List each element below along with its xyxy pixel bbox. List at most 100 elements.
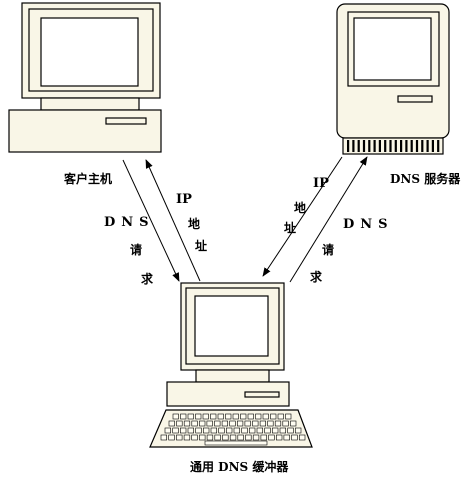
keyboard-key bbox=[237, 420, 244, 427]
dns-server-computer bbox=[336, 3, 450, 155]
keyboard-key bbox=[247, 413, 254, 420]
keyboard-key bbox=[187, 427, 194, 434]
left-reply-di-text: 地 bbox=[188, 217, 201, 231]
keyboard-key bbox=[259, 420, 267, 427]
left-request-dns-text: DNS bbox=[104, 215, 155, 230]
right-dns-request-arrow bbox=[289, 156, 368, 283]
keyboard-key bbox=[249, 427, 256, 434]
grille-slot bbox=[426, 140, 429, 152]
grille-slot bbox=[437, 140, 440, 152]
grille-slot bbox=[394, 140, 397, 152]
cache-drive-slot bbox=[244, 391, 280, 398]
keyboard-key bbox=[214, 434, 221, 441]
grille-slot bbox=[378, 140, 381, 152]
client-host-label: 客户主机 bbox=[64, 172, 113, 186]
keyboard-key bbox=[233, 427, 240, 434]
keyboard-spacebar bbox=[204, 440, 268, 446]
keyboard-key bbox=[172, 427, 179, 434]
keyboard-key bbox=[240, 413, 247, 420]
keyboard-key bbox=[287, 427, 294, 434]
keyboard-key bbox=[264, 427, 271, 434]
keyboard-key bbox=[294, 427, 302, 434]
grille-slot bbox=[357, 140, 360, 152]
client-drive-slot bbox=[105, 117, 147, 125]
grille-slot bbox=[405, 140, 408, 152]
keyboard-key bbox=[245, 434, 252, 441]
keyboard-key bbox=[283, 434, 290, 441]
keyboard-key bbox=[195, 413, 202, 420]
keyboard-key bbox=[226, 427, 233, 434]
keyboard-key bbox=[282, 420, 289, 427]
grille-slot bbox=[431, 140, 434, 152]
right-request-dns-text: DNS bbox=[343, 217, 394, 232]
server-screen bbox=[353, 17, 432, 81]
keyboard-key bbox=[206, 434, 214, 441]
keyboard-key bbox=[180, 427, 187, 434]
grille-slot bbox=[373, 140, 376, 152]
keyboard-key bbox=[229, 420, 236, 427]
keyboard-key bbox=[191, 420, 198, 427]
keyboard-key bbox=[168, 434, 175, 441]
right-request-qing-text: 请 bbox=[322, 243, 335, 257]
keyboard-key bbox=[203, 427, 210, 434]
keyboard-key bbox=[222, 434, 229, 441]
keyboard-key bbox=[260, 434, 267, 441]
keyboard-key bbox=[277, 413, 284, 420]
grille-slot bbox=[368, 140, 371, 152]
keyboard-key bbox=[206, 420, 213, 427]
client-host-computer bbox=[8, 2, 162, 153]
keyboard-key bbox=[180, 413, 187, 420]
left-ip-reply-arrow bbox=[145, 159, 201, 282]
grille-slot bbox=[347, 140, 350, 152]
keyboard-key bbox=[176, 420, 183, 427]
keyboard-key bbox=[160, 434, 167, 441]
keyboard-key bbox=[267, 420, 274, 427]
left-request-qing-text: 请 bbox=[130, 243, 143, 257]
right-request-qiu-text: 求 bbox=[310, 270, 323, 284]
keyboard-key bbox=[252, 434, 260, 441]
keyboard-key bbox=[232, 413, 239, 420]
keyboard-key bbox=[229, 434, 237, 441]
keyboard-key bbox=[285, 413, 292, 420]
grille-slot bbox=[352, 140, 355, 152]
cache-screen bbox=[194, 295, 269, 357]
keyboard-key bbox=[214, 420, 221, 427]
keyboard-key bbox=[183, 434, 191, 441]
keyboard-key bbox=[172, 413, 179, 420]
keyboard-key bbox=[176, 434, 183, 441]
keyboard-key bbox=[270, 413, 277, 420]
grille-slot bbox=[384, 140, 387, 152]
left-reply-ip-text: IP bbox=[176, 192, 192, 207]
keyboard-key bbox=[252, 420, 259, 427]
keyboard-key bbox=[183, 420, 191, 427]
keyboard-key bbox=[187, 413, 194, 420]
keyboard-key bbox=[199, 420, 206, 427]
keyboard-key bbox=[268, 434, 275, 441]
client-monitor-neck bbox=[40, 97, 140, 111]
keyboard-key bbox=[290, 420, 297, 427]
left-reply-zhi-text: 址 bbox=[195, 239, 208, 253]
server-foot-grille bbox=[347, 140, 440, 152]
keyboard-key bbox=[202, 413, 209, 420]
right-reply-ip-text: IP bbox=[313, 176, 329, 191]
keyboard-key bbox=[218, 427, 225, 434]
keyboard-key bbox=[256, 427, 263, 434]
dns-cache-label: 通用 DNS 缓冲器 bbox=[190, 460, 289, 474]
left-dns-request-arrow bbox=[122, 159, 180, 282]
dns-cache-computer bbox=[149, 282, 313, 448]
keyboard-key bbox=[191, 434, 198, 441]
keyboard-key bbox=[279, 427, 286, 434]
grille-slot bbox=[421, 140, 424, 152]
right-ip-reply-arrow bbox=[262, 156, 343, 277]
dns-server-label: DNS 服务器 bbox=[390, 172, 461, 186]
keyboard-key bbox=[255, 413, 262, 420]
grille-slot bbox=[415, 140, 419, 152]
keyboard-key bbox=[271, 427, 279, 434]
right-reply-di-text: 地 bbox=[294, 201, 307, 215]
keyboard-key bbox=[217, 413, 224, 420]
keyboard-key bbox=[210, 427, 217, 434]
client-system-unit bbox=[8, 109, 162, 153]
keyboard-key bbox=[168, 420, 175, 427]
server-drive-slot bbox=[397, 95, 433, 103]
